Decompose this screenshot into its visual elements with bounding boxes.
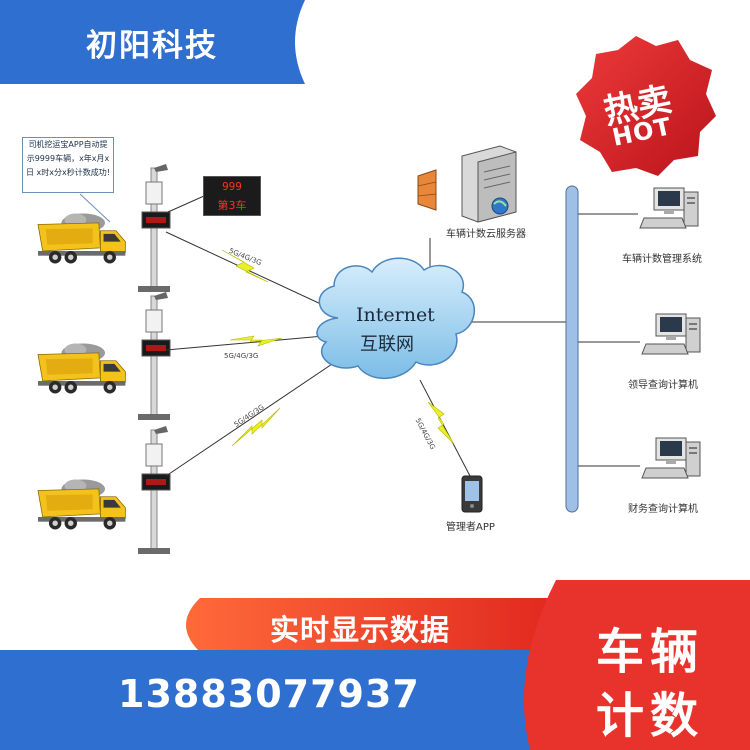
internet-label-zh: 互联网 <box>360 334 414 355</box>
phone-number: 13883077937 <box>118 672 420 716</box>
truck-3 <box>37 479 126 530</box>
led-line-2: 第3车 <box>217 199 247 212</box>
led-display: 999 第3车 <box>203 176 261 216</box>
brand-name: 初阳科技 <box>86 28 218 64</box>
count-badge <box>523 580 750 750</box>
wireless-bolt-1 <box>221 249 269 283</box>
server-label: 车辆计数云服务器 <box>446 229 526 240</box>
pc-label-2: 领导查询计算机 <box>628 380 698 391</box>
link-pole2-internet <box>165 335 325 351</box>
camera-pole-2 <box>137 291 171 421</box>
internet-cloud <box>316 257 476 380</box>
led-line-1: 999 <box>222 180 242 193</box>
realtime-banner-text: 实时显示数据 <box>269 613 450 647</box>
led-connector <box>167 195 205 213</box>
note-pointer <box>79 193 111 223</box>
truck-2 <box>37 343 126 394</box>
truck-1 <box>37 213 126 264</box>
network-bus <box>565 185 579 513</box>
server-icon <box>461 145 517 223</box>
wireless-bolt-4 <box>427 401 455 445</box>
wireless-bolt-2 <box>229 335 283 347</box>
pc-label-3: 财务查询计算机 <box>628 504 698 515</box>
hot-badge <box>576 36 716 176</box>
driver-note: 司机挖运宝APP自动提示9999车辆，x年x月x日 x时x分x秒计数成功! <box>22 137 114 193</box>
wireless-label-2: 5G/4G/3G <box>224 352 259 360</box>
pc-label-1: 车辆计数管理系统 <box>622 254 702 265</box>
internet-label-en: Internet <box>356 304 435 326</box>
realtime-banner <box>186 598 560 652</box>
camera-pole-3 <box>137 425 171 555</box>
count-badge-line-2: 计数 <box>595 688 704 744</box>
phone-band <box>0 650 560 750</box>
link-internet-app <box>419 379 471 477</box>
pc-icon-1 <box>639 187 699 229</box>
app-label: 管理者APP <box>446 522 495 533</box>
count-badge-line-1: 车辆 <box>595 624 704 680</box>
phone-device-icon <box>461 475 483 513</box>
link-pole1-internet <box>165 231 339 313</box>
camera-pole-1 <box>137 163 171 293</box>
pc-icon-3 <box>641 437 701 479</box>
brand-bar-shape <box>0 0 305 84</box>
firewall-icon <box>417 169 437 211</box>
pc-icon-2 <box>641 313 701 355</box>
wireless-bolt-3 <box>231 407 281 447</box>
link-pole3-internet <box>165 359 339 477</box>
